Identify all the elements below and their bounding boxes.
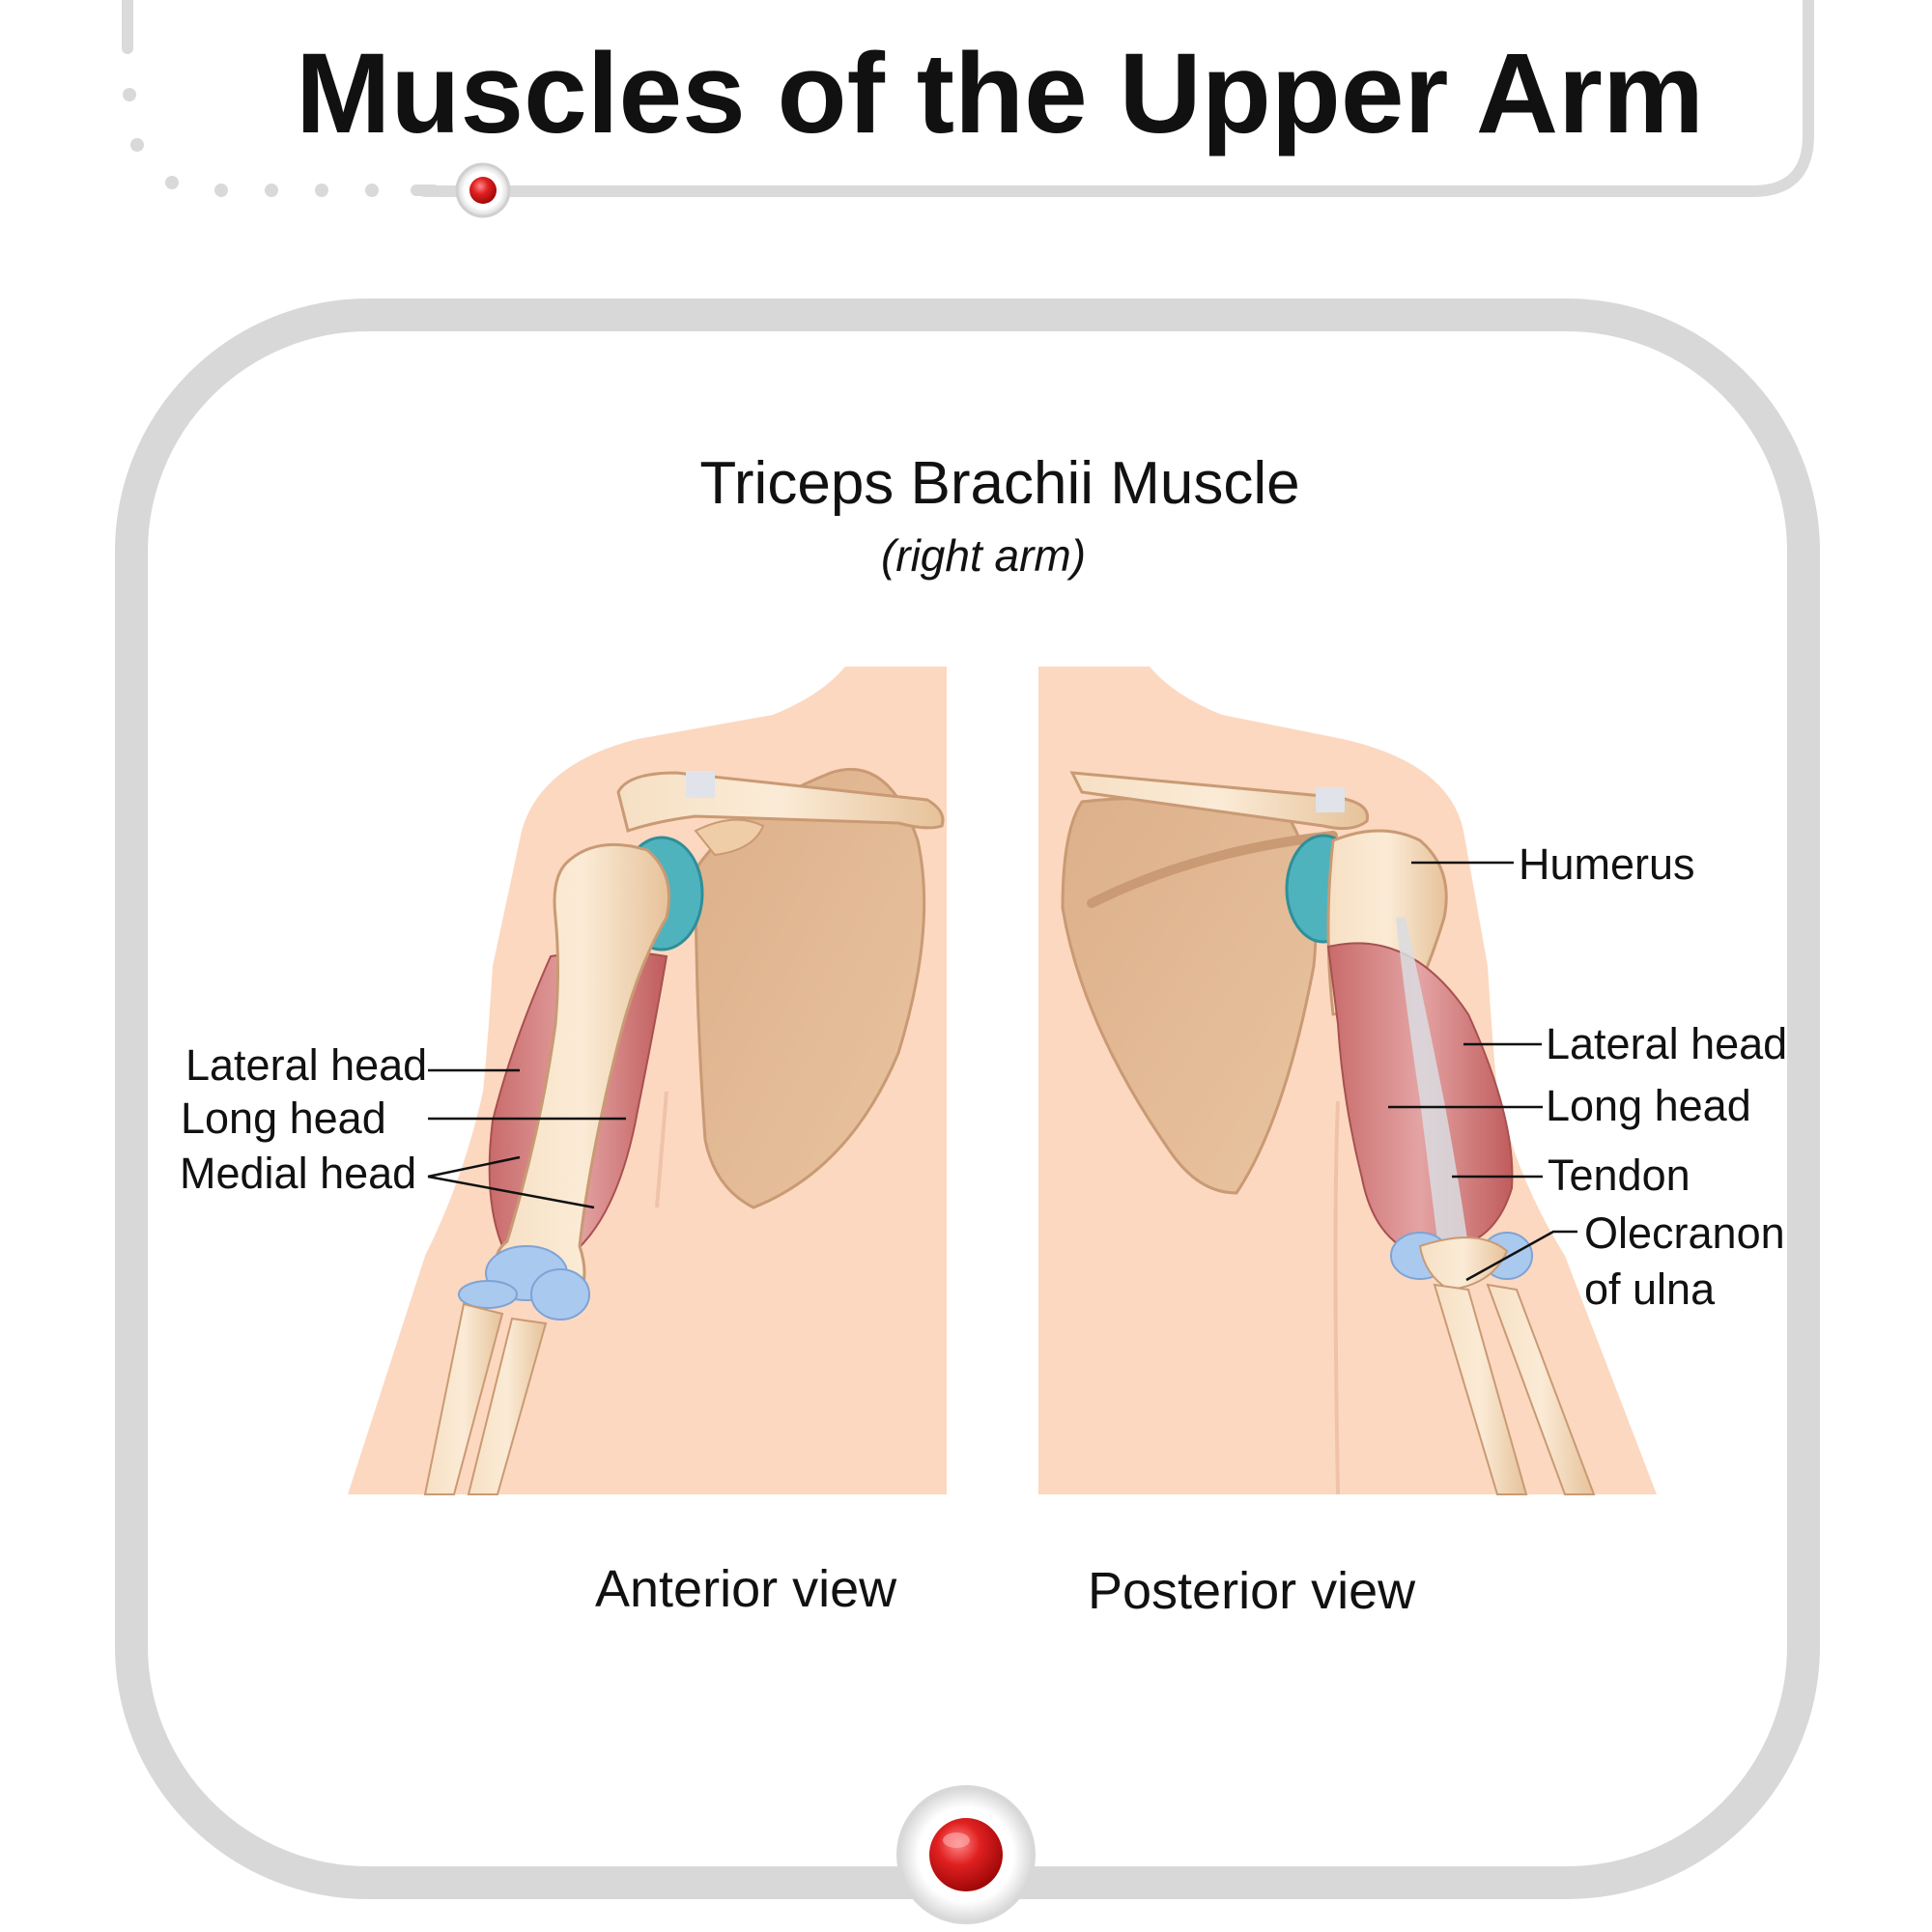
anterior-forearm-bones (423, 1302, 504, 1495)
posterior-tendon (1396, 918, 1468, 1256)
anterior-view-caption: Anterior view (595, 1560, 897, 1618)
posterior-olecranon (1418, 1236, 1509, 1292)
anterior-label-lateral-head: Lateral head (185, 1040, 428, 1090)
bottom-red-button (896, 1785, 1036, 1924)
diagram-subtitle: (right arm) (880, 530, 1087, 581)
posterior-clavicle (1069, 771, 1370, 831)
anterior-label-long-head: Long head (181, 1094, 386, 1143)
posterior-label-humerus: Humerus (1519, 839, 1695, 889)
posterior-forearm-bones (1433, 1283, 1528, 1495)
page-title: Muscles of the Upper Arm (296, 30, 1704, 157)
leader-lines (427, 861, 1577, 1282)
leader-anterior-medial-head-b (427, 1175, 595, 1209)
posterior-label-tendon: Tendon (1548, 1151, 1690, 1200)
posterior-label-lateral-head: Lateral head (1546, 1019, 1788, 1068)
leader-posterior-olecranon (1465, 1230, 1577, 1282)
anterior-view-illustration (348, 667, 947, 1495)
anterior-scapula (694, 767, 926, 1209)
header-frame (122, 0, 1814, 197)
anterior-label-medial-head: Medial head (180, 1149, 417, 1198)
header-dots (123, 88, 440, 197)
posterior-label-of-ulna: of ulna (1584, 1264, 1716, 1314)
diagram-title: Triceps Brachii Muscle (699, 450, 1300, 517)
posterior-label-long-head: Long head (1546, 1081, 1751, 1130)
header-red-button (455, 162, 511, 218)
posterior-view-illustration (1038, 667, 1657, 1495)
leader-anterior-medial-head-a (427, 1155, 521, 1179)
posterior-label-olecranon: Olecranon (1584, 1208, 1785, 1258)
posterior-view-caption: Posterior view (1088, 1562, 1416, 1620)
